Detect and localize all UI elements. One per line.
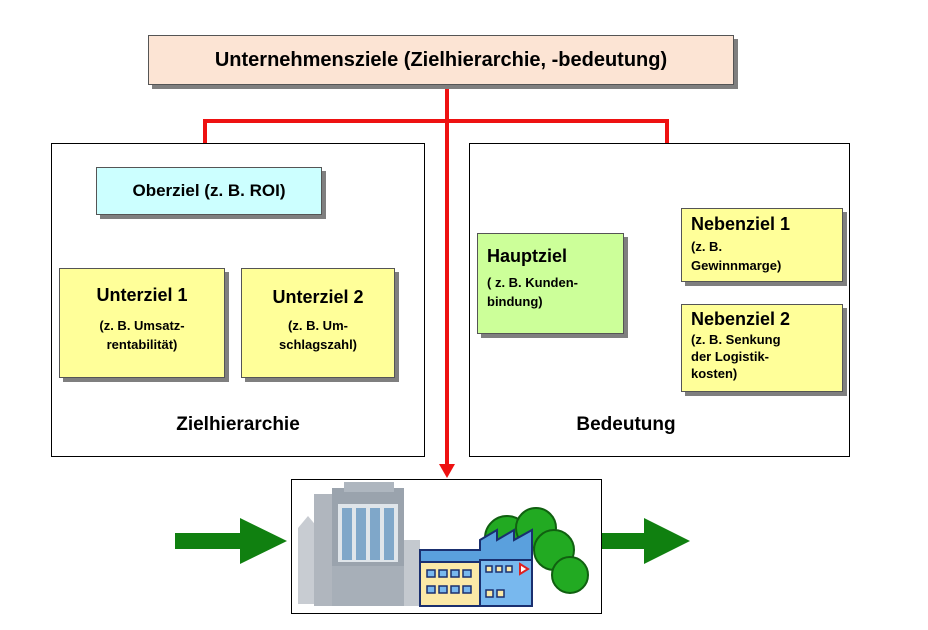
hauptziel-box: Hauptziel ( z. B. Kunden- bindung) [477,233,624,334]
zielhierarchie-label: Zielhierarchie [176,414,300,435]
title-box: Unternehmensziele (Zielhierarchie, -bede… [148,35,734,85]
nebenziel-1-line1: (z. B. [691,239,723,254]
unterziel-2-line2: schlagszahl) [278,337,358,352]
unterziel-1-line2: rentabilität) [106,337,178,352]
nebenziel-2-line2: der Logistik- [691,349,770,364]
nebenziel-2-box: Nebenziel 2 (z. B. Senkung der Logistik-… [681,304,843,392]
output-flow-arrow [602,518,690,564]
nebenziel-1-title: Nebenziel 1 [691,214,791,234]
unterziel-1-line1: (z. B. Umsatz- [99,318,185,333]
nebenziel-2-line3: kosten) [691,366,738,381]
unterziel-2-title: Unterziel 2 [272,287,364,307]
oberziel-text: Oberziel (z. B. ROI) [132,181,286,200]
unterziel-1-title: Unterziel 1 [96,285,188,305]
red-connectors [203,86,669,466]
oberziel-box: Oberziel (z. B. ROI) [96,167,322,215]
company-illustration-box [291,479,602,614]
nebenziel-2-line1: (z. B. Senkung [691,332,781,347]
hauptziel-line1: ( z. B. Kunden- [487,275,578,290]
nebenziel-1-box: Nebenziel 1 (z. B. Gewinnmarge) [681,208,843,282]
office-building-icon [298,482,420,606]
bedeutung-label: Bedeutung [576,414,676,435]
factory-icon [419,528,533,607]
red-arrowhead [439,464,455,478]
unterziel-1-box: Unterziel 1 (z. B. Umsatz- rentabilität) [59,268,225,378]
hauptziel-title: Hauptziel [487,246,568,266]
nebenziel-1-line2: Gewinnmarge) [691,258,782,273]
unterziel-2-box: Unterziel 2 (z. B. Um- schlagszahl) [241,268,395,378]
nebenziel-2-title: Nebenziel 2 [691,309,791,329]
red-branch-line [203,119,669,143]
unterziel-2-line1: (z. B. Um- [288,318,348,333]
input-flow-arrow [175,518,287,564]
company-illustration [298,482,589,607]
title-text: Unternehmensziele (Zielhierarchie, -bede… [214,48,668,71]
hauptziel-line2: bindung) [487,294,543,309]
